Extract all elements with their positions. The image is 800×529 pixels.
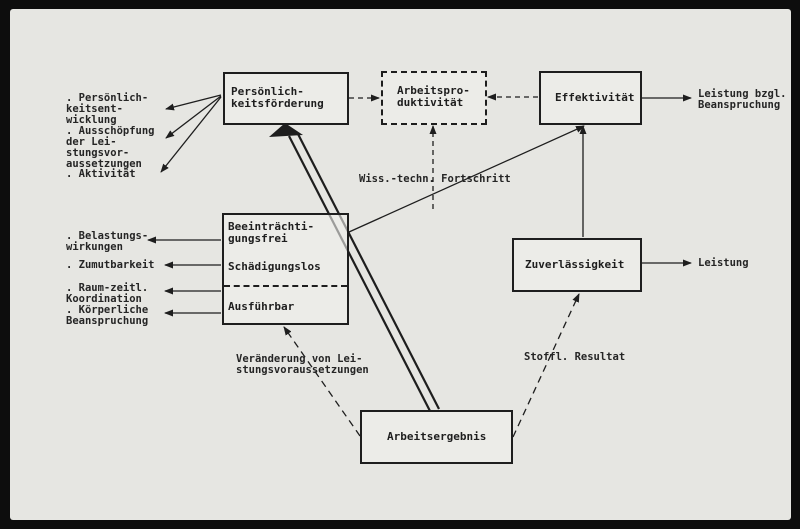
label-belastungswirkungen: . Belastungs- wirkungen (66, 230, 149, 253)
arrow-to-persoenlichkeitsentwicklung (165, 94, 222, 111)
label-zumutbarkeit: . Zumutbarkeit (66, 259, 155, 271)
box-effektivitaet: Effektivität (539, 71, 642, 125)
double-arrow-head (269, 123, 303, 137)
schaedigungslos-label: Schädigungslos (228, 260, 321, 273)
box-beeintraechtigung: Beeinträchti- gungsfrei Schädigungslos A… (222, 213, 349, 325)
box-zuverlaessigkeit: Zuverlässigkeit (512, 238, 642, 292)
label-leistung: Leistung (698, 257, 749, 269)
box-effektivitaet-label: Effektivität (555, 91, 635, 104)
box-persoenlichkeitsfoerderung: Persönlich- keitsförderung (223, 72, 349, 125)
arrow-ae-to-zuv (512, 293, 580, 438)
arrow-to-aktivitaet (160, 96, 222, 173)
arrow-ae-to-ausfuehrbar (283, 326, 361, 437)
beeintraechtigungsfrei-label: Beeinträchti- gungsfrei (228, 220, 315, 245)
label-wiss-techn-fortschritt: Wiss.-techn. Fortschritt (359, 173, 511, 185)
arrow-wiss-to-eff (348, 125, 585, 233)
box-arbeitsergebnis-label: Arbeitsergebnis (387, 430, 487, 443)
box-arbeitsergebnis: Arbeitsergebnis (360, 410, 513, 464)
box-arbeitsproduktivitaet: Arbeitspro- duktivität (381, 71, 487, 125)
double-arrow-line-a (288, 135, 431, 412)
label-veraenderung-leistungsvoraussetzungen: Veränderung von Lei- stungsvoraussetzung… (236, 353, 369, 376)
box-zuverlaessigkeit-label: Zuverlässigkeit (525, 258, 625, 271)
slide: Persönlich- keitsförderung Arbeitspro- d… (10, 9, 791, 520)
label-leistung-bzgl-beanspruchung: Leistung bzgl. Beanspruchung (698, 88, 787, 111)
box-divider (224, 285, 347, 287)
diagram-connectors (147, 93, 692, 438)
box-arbeitsproduktivitaet-label: Arbeitspro- duktivität (397, 84, 470, 109)
box-persoenlichkeitsfoerderung-label: Persönlich- keitsförderung (231, 85, 324, 110)
double-arrow-line-b (297, 133, 440, 410)
label-ausschoepfung: . Ausschöpfung der Lei- stungsvor- ausse… (66, 125, 155, 170)
label-persoenlichkeitsentwicklung: . Persönlich- keitsent- wicklung (66, 92, 149, 126)
label-aktivitaet: . Aktivität (66, 168, 136, 180)
label-koerperliche-beanspruchung: . Körperliche Beanspruchung (66, 304, 149, 327)
arrow-to-ausschoepfung (165, 95, 222, 139)
label-stoffl-resultat: Stoffl. Resultat (524, 351, 626, 363)
label-raum-zeitl-koordination: . Raum-zeitl. Koordination (66, 282, 149, 305)
ausfuehrbar-label: Ausführbar (228, 300, 295, 313)
